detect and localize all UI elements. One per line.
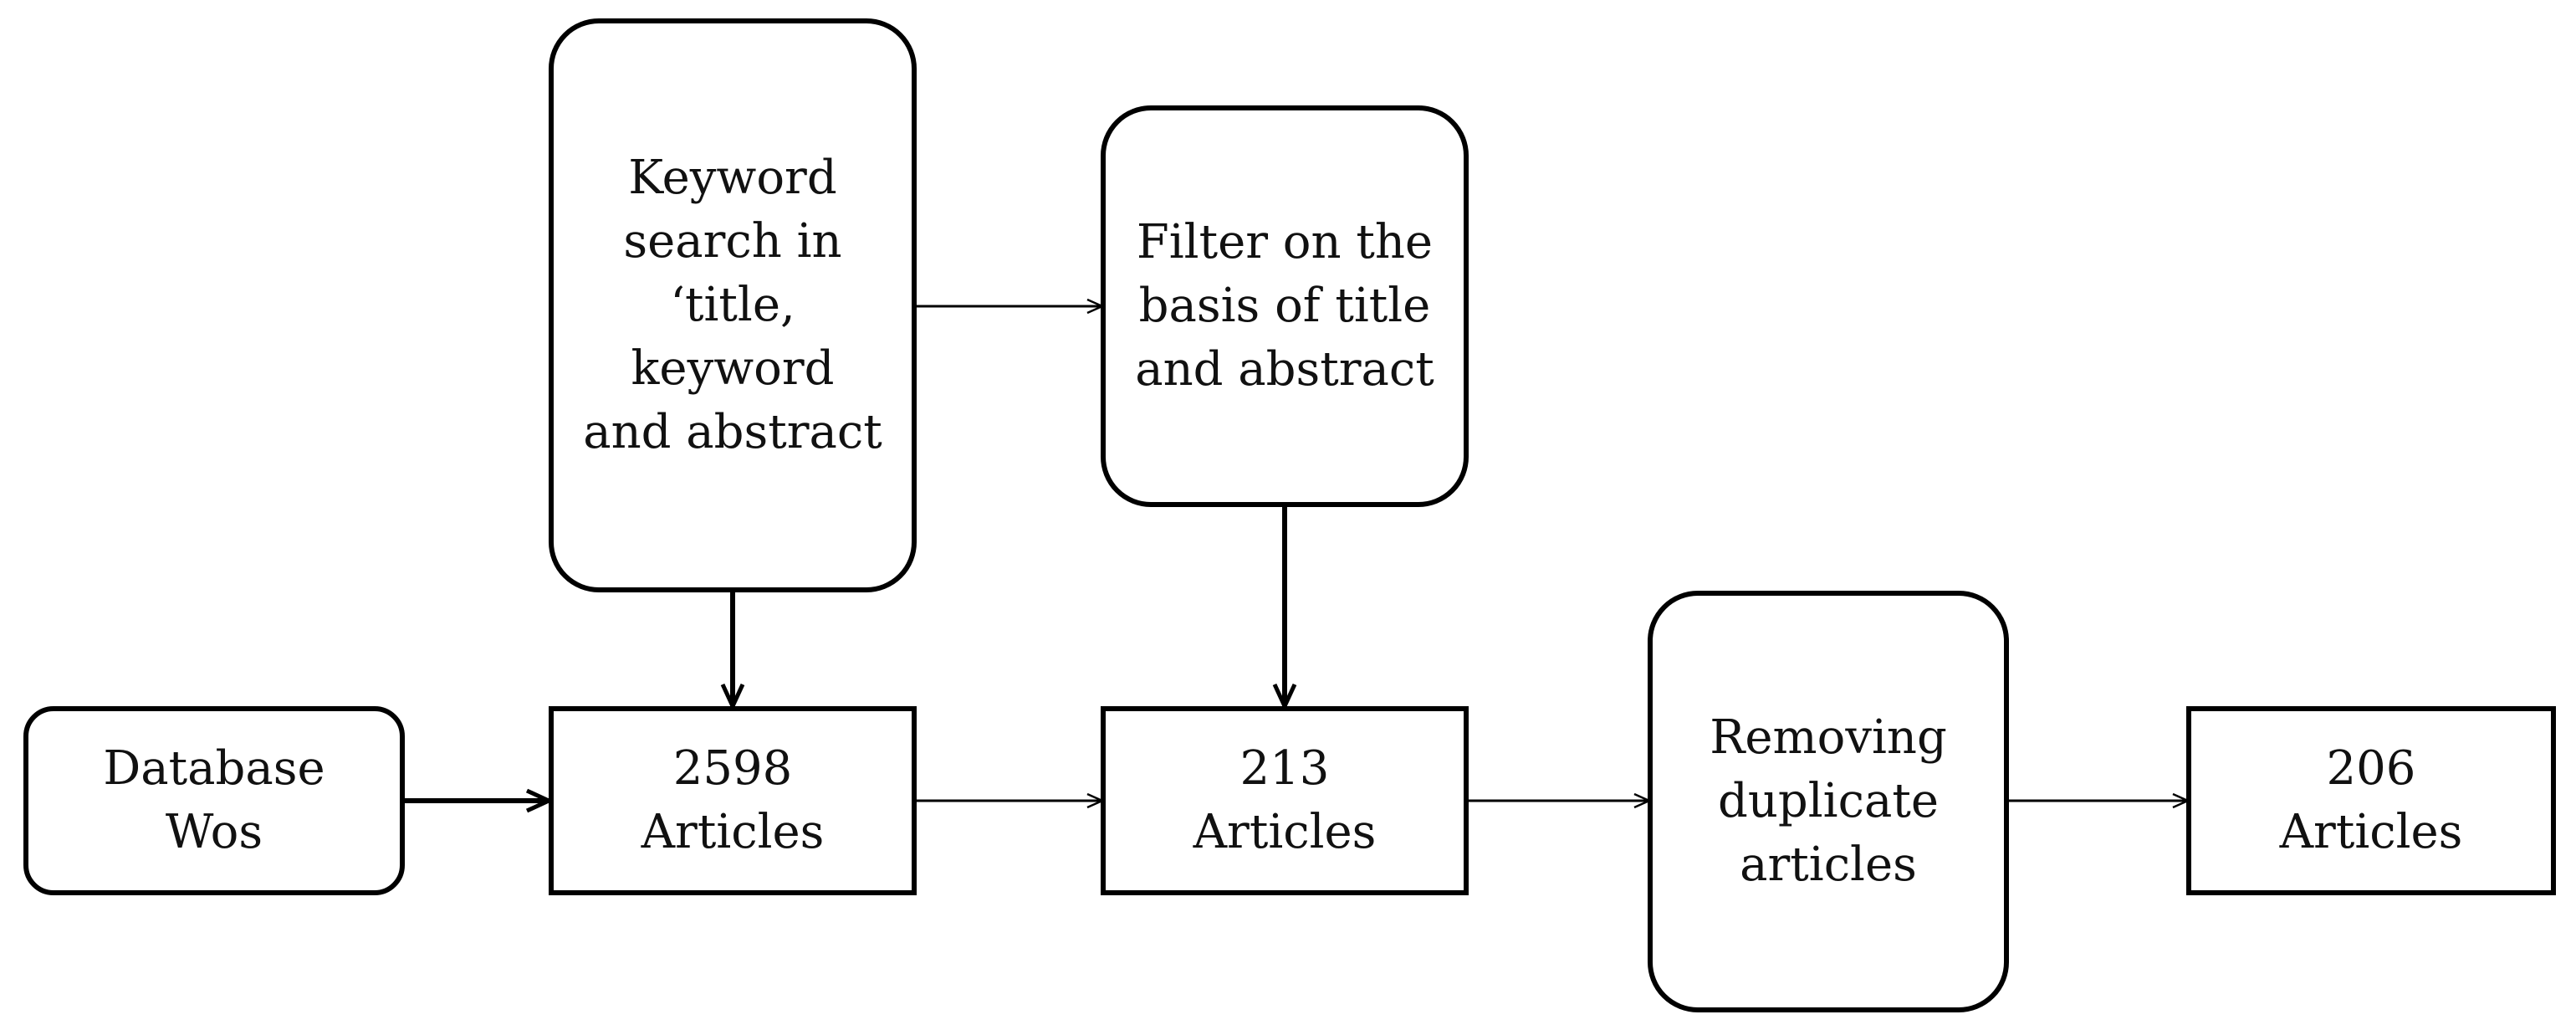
node-filter-label: Filter on the basis of title and abstrac… — [1135, 215, 1434, 397]
node-filter: Filter on the basis of title and abstrac… — [1101, 105, 1469, 507]
node-keyword-search-label: Keyword search in ‘title, keyword and ab… — [583, 151, 882, 459]
node-keyword-search: Keyword search in ‘title, keyword and ab… — [549, 18, 917, 592]
node-articles-2598-label: 2598 Articles — [641, 741, 825, 859]
node-articles-2598: 2598 Articles — [549, 706, 917, 895]
node-database-label: Database Wos — [103, 741, 325, 859]
node-articles-213-label: 213 Articles — [1193, 741, 1377, 859]
node-removing-duplicates-label: Removing duplicate articles — [1710, 710, 1947, 892]
node-articles-213: 213 Articles — [1101, 706, 1469, 895]
node-database: Database Wos — [23, 706, 405, 895]
node-articles-206-label: 206 Articles — [2279, 741, 2463, 859]
node-removing-duplicates: Removing duplicate articles — [1648, 591, 2009, 1012]
node-articles-206: 206 Articles — [2186, 706, 2556, 895]
